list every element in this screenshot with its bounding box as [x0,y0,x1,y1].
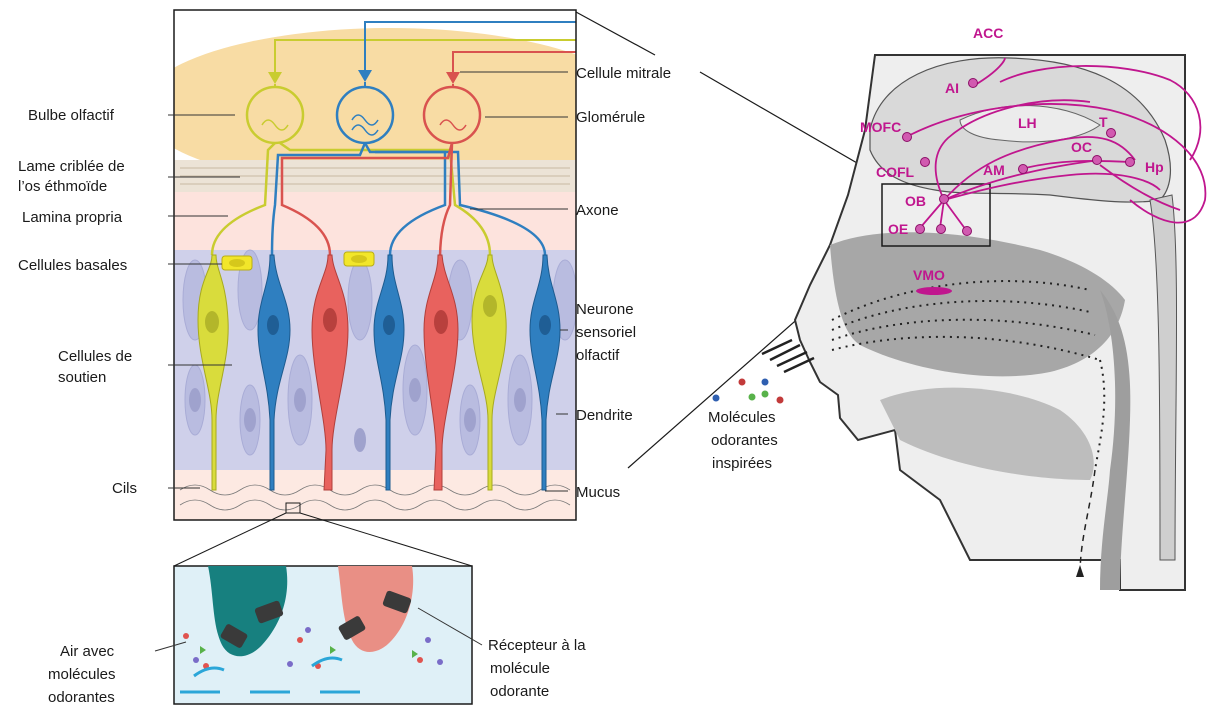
node-oe-1 [916,225,925,234]
label-bulbe-olfactif: Bulbe olfactif [28,107,115,124]
label-axone: Axone [576,202,619,219]
label-cellules-de-soutien-2: soutien [58,369,106,386]
label-recepteur-3: odorante [490,683,549,700]
label-air-3: odorantes [48,689,115,706]
region-vmo: VMO [913,267,945,283]
label-neurone-2: sensoriel [576,324,636,341]
region-am: AM [983,162,1005,178]
label-molecules-2: odorantes [711,432,778,449]
label-glomerule: Glomérule [576,109,645,126]
node-cofl [921,158,930,167]
node-oe-3 [963,227,972,236]
node-oe-2 [937,225,946,234]
region-lh: LH [1018,115,1037,131]
region-ob: OB [905,193,926,209]
head-sagittal: ACC AI MOFC LH T OC COFL AM Hp OB OE VMO… [708,25,1205,590]
region-ai: AI [945,80,959,96]
node-ai [969,79,978,88]
node-oc [1093,156,1102,165]
label-mucus: Mucus [576,484,620,501]
left-labels: Bulbe olfactif Lame criblée de l’os éthm… [18,107,137,497]
receptor-inset: Air avec molécules odorantes Récepteur à… [48,513,586,706]
node-hp [1126,158,1135,167]
region-t: T [1099,114,1108,130]
mucus-layer [174,470,576,520]
vmo-organ [916,287,952,295]
region-acc: ACC [973,25,1003,41]
label-recepteur-1: Récepteur à la [488,637,586,654]
label-lamina-propria: Lamina propria [22,209,123,226]
node-am [1019,165,1028,174]
right-labels: Cellule mitrale Glomérule Axone Neurone … [576,65,671,501]
label-molecules-3: inspirées [712,455,772,472]
label-cils: Cils [112,480,137,497]
region-cofl: COFL [876,164,915,180]
region-oc: OC [1071,139,1092,155]
label-lame-criblee-2: l’os éthmoïde [18,178,107,195]
label-neurone-3: olfactif [576,347,620,364]
region-hp: Hp [1145,159,1164,175]
region-mofc: MOFC [860,119,901,135]
label-neurone-1: Neurone [576,301,634,318]
region-oe: OE [888,221,908,237]
label-air-2: molécules [48,666,116,683]
label-dendrite: Dendrite [576,407,633,424]
epithelium-panel [140,10,640,520]
label-air-1: Air avec [60,643,115,660]
node-t [1107,129,1116,138]
node-ob [940,195,949,204]
label-lame-criblee-1: Lame criblée de [18,158,125,175]
node-mofc [903,133,912,142]
label-cellules-de-soutien-1: Cellules de [58,348,132,365]
label-recepteur-2: molécule [490,660,550,677]
label-molecules-1: Molécules [708,409,776,426]
label-cellule-mitrale: Cellule mitrale [576,65,671,82]
label-cellules-basales: Cellules basales [18,257,127,274]
